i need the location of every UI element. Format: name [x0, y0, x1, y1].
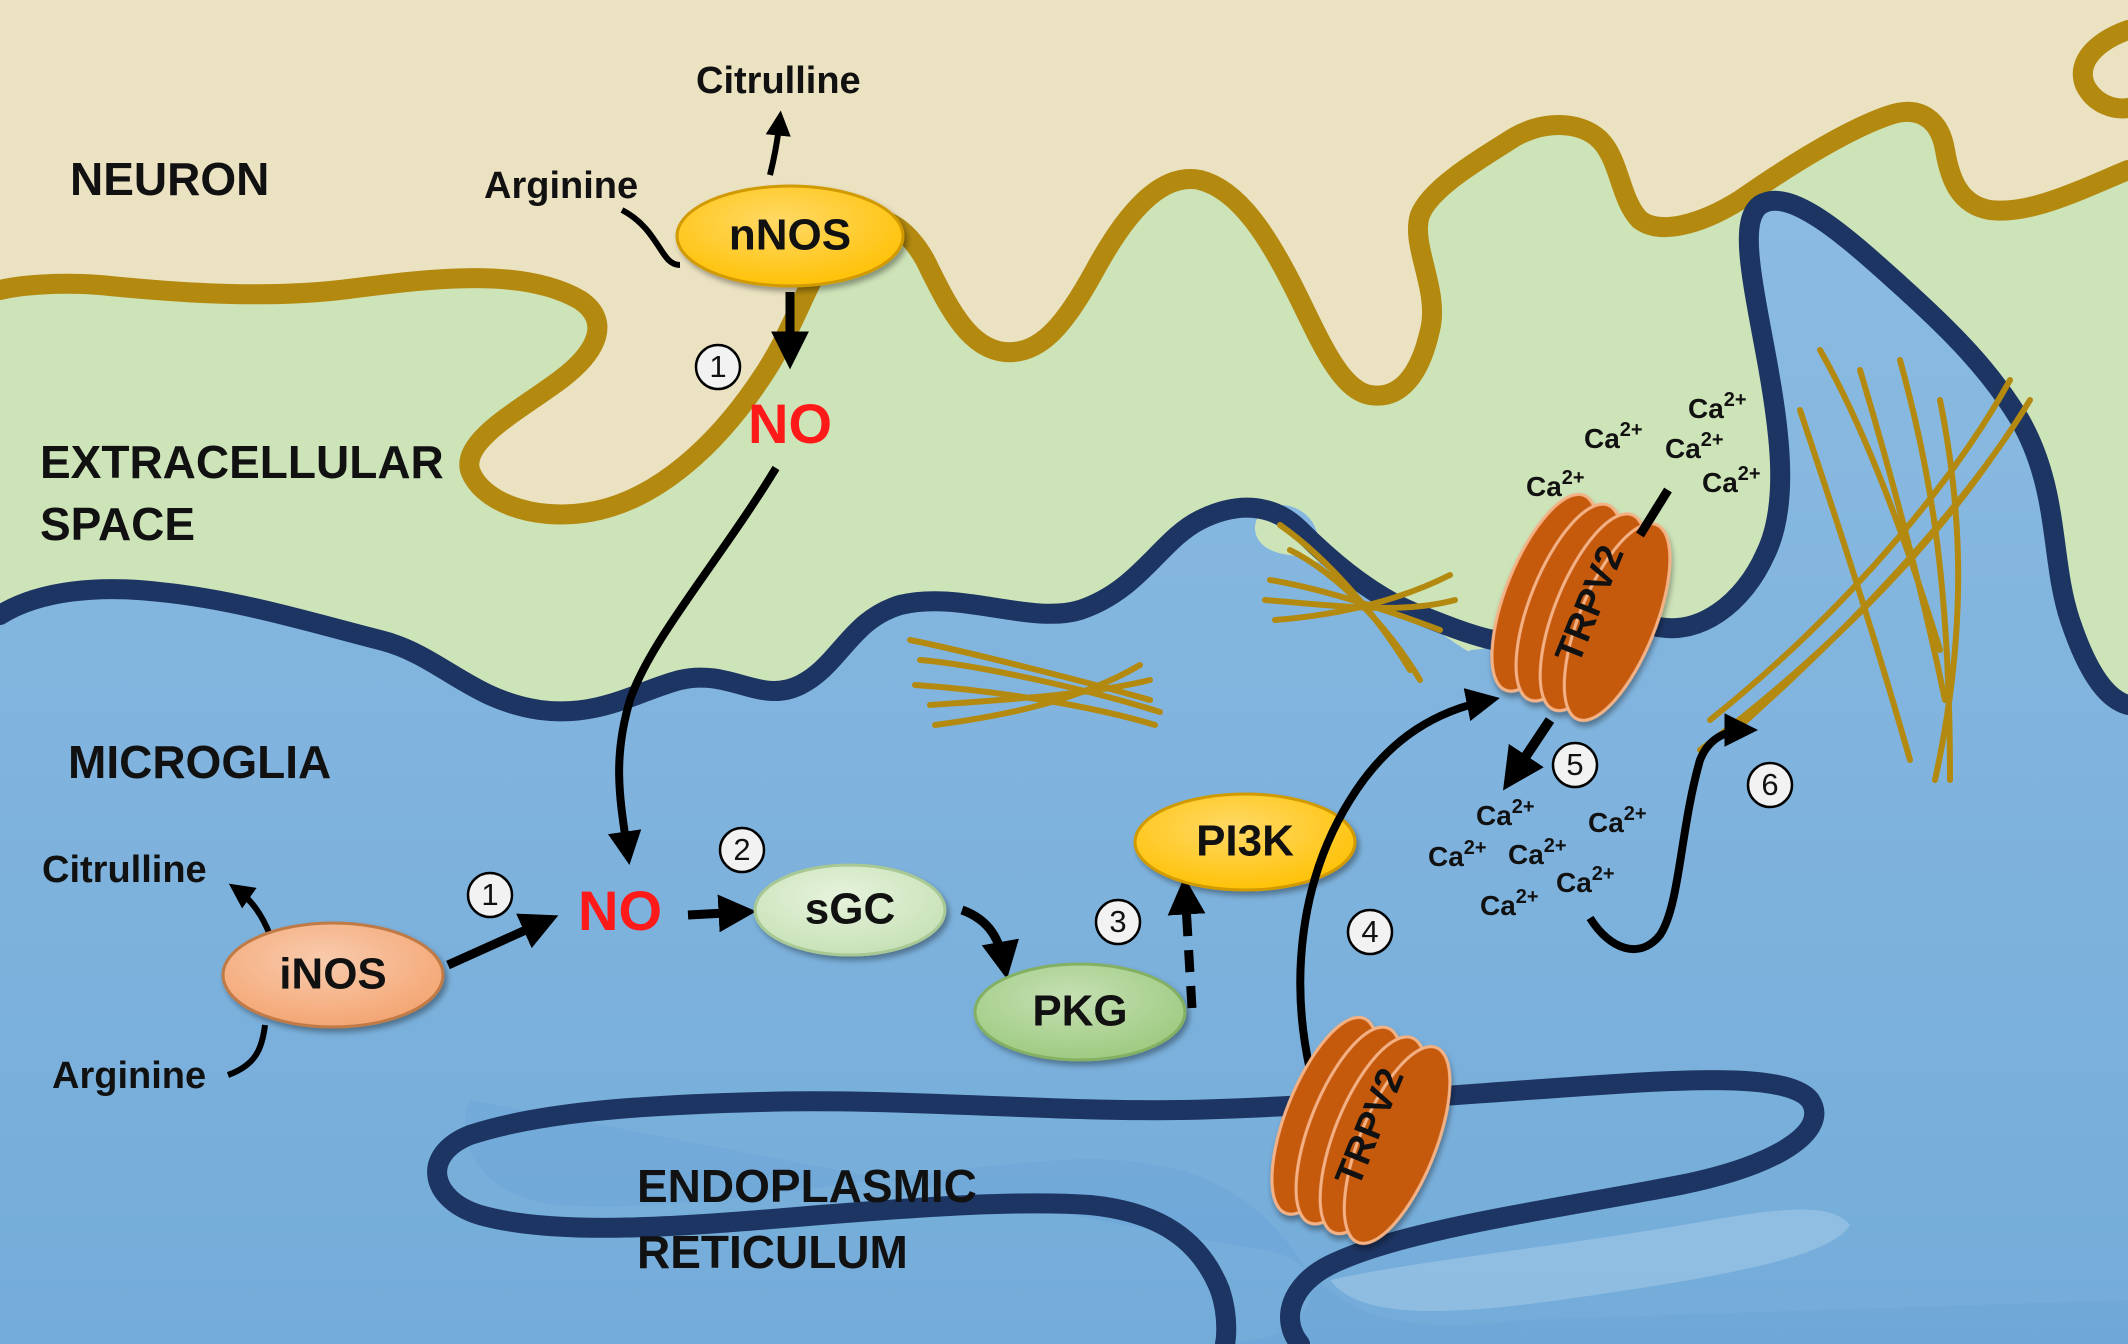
- calcium-ion: Ca2+: [1665, 429, 1724, 464]
- no-diffusion-arrow: [607, 465, 780, 865]
- pkg-label: PKG: [1032, 987, 1127, 1036]
- pkg-to-pi3k-dashed-arrow: [1167, 876, 1206, 1009]
- pi3k-enzyme: [1133, 792, 1357, 892]
- calcium-ion: Ca2+: [1526, 467, 1585, 502]
- sgc-label: sGC: [805, 885, 895, 934]
- pi3k-label: PI3K: [1196, 817, 1294, 866]
- extracellular-calcium-ions: Ca2+ Ca2+ Ca2+ Ca2+ Ca2+: [1526, 389, 1761, 502]
- neuron-membrane-tip: [2072, 20, 2128, 119]
- step-2-badge: 2: [718, 826, 766, 874]
- calcium-ion: Ca2+: [1480, 886, 1539, 921]
- calcium-influx-arrow: [1503, 717, 1555, 791]
- calcium-influx-pore: [1636, 487, 1672, 538]
- microglia-arginine-label: Arginine: [52, 1055, 206, 1097]
- calcium-ion: Ca2+: [1476, 796, 1535, 831]
- inos-enzyme: [221, 921, 445, 1029]
- step-3-badge: 3: [1094, 898, 1142, 946]
- region-label-extracellular-line1: EXTRACELLULAR: [40, 436, 444, 488]
- trpv2-membrane-channel: [1490, 492, 1672, 722]
- calcium-ion: Ca2+: [1584, 419, 1643, 454]
- calcium-ion: Ca2+: [1428, 837, 1487, 872]
- microglia-arginine-arrow: [226, 1024, 268, 1078]
- intracellular-calcium-ions: Ca2+ Ca2+ Ca2+ Ca2+ Ca2+ Ca2+: [1428, 796, 1647, 921]
- neuron-citrulline-arrow: [765, 110, 791, 176]
- endoplasmic-reticulum-lumen: [465, 1100, 2128, 1344]
- neuron-membrane: [0, 101, 2128, 525]
- microglia-no-label: NO: [578, 879, 662, 942]
- svg-text:5: 5: [1566, 747, 1583, 782]
- calcium-ion: Ca2+: [1702, 463, 1761, 498]
- inos-label: iNOS: [279, 950, 387, 999]
- region-label-er-line2: RETICULUM: [637, 1226, 908, 1278]
- sgc-enzyme: [753, 863, 947, 957]
- svg-text:3: 3: [1109, 904, 1126, 939]
- er-lower-lumen-highlight: [1330, 1209, 1850, 1312]
- trpv2-translocation-arrow: [1296, 688, 1500, 1071]
- calcium-ion: Ca2+: [1556, 863, 1615, 898]
- step-5-badge: 5: [1551, 741, 1599, 789]
- cytoskeleton-filaments-right: [1697, 347, 2033, 783]
- step-1-microglia-badge: 1: [466, 871, 514, 919]
- no-to-sgc-arrow: [687, 894, 757, 933]
- region-label-microglia: MICROGLIA: [68, 736, 331, 788]
- step-1-neuron-badge: 1: [694, 343, 742, 391]
- step-6-badge: 6: [1746, 761, 1794, 809]
- step-4-badge: 4: [1346, 908, 1394, 956]
- svg-text:4: 4: [1361, 914, 1378, 949]
- calcium-ion: Ca2+: [1588, 803, 1647, 838]
- calcium-to-cytoskeleton-arrow: [1586, 713, 1759, 954]
- calcium-ion: Ca2+: [1688, 389, 1747, 424]
- neuron-arginine-label: Arginine: [484, 165, 638, 207]
- neuron-citrulline-label: Citrulline: [696, 60, 861, 102]
- microglia-citrulline-label: Citrulline: [42, 849, 207, 891]
- microglia-membrane: [0, 190, 2128, 722]
- nnos-label: nNOS: [729, 211, 851, 260]
- region-label-er-line1: ENDOPLASMIC: [637, 1160, 977, 1212]
- microglia-region: [0, 200, 2128, 1344]
- svg-text:6: 6: [1761, 767, 1778, 802]
- trpv2-er-channel: [1270, 1015, 1452, 1245]
- region-label-extracellular-line2: SPACE: [40, 498, 195, 550]
- svg-text:2: 2: [733, 832, 750, 867]
- region-label-neuron: NEURON: [70, 153, 269, 205]
- neuron-arginine-arrow: [620, 207, 681, 268]
- svg-text:1: 1: [709, 349, 726, 384]
- microglia-citrulline-arrow: [228, 883, 273, 937]
- neuron-no-label: NO: [748, 392, 832, 455]
- cytoskeleton-filaments-left: [907, 637, 1163, 728]
- nnos-enzyme: [675, 184, 905, 288]
- pkg-enzyme: [973, 962, 1187, 1062]
- calcium-ion: Ca2+: [1508, 835, 1567, 870]
- sgc-to-pkg-arrow: [960, 905, 1019, 980]
- endoplasmic-reticulum-membrane: [427, 1070, 1825, 1344]
- inos-to-no-arrow: [446, 913, 559, 970]
- svg-text:1: 1: [481, 877, 498, 912]
- cytoskeleton-filaments-middle: [1262, 522, 1458, 683]
